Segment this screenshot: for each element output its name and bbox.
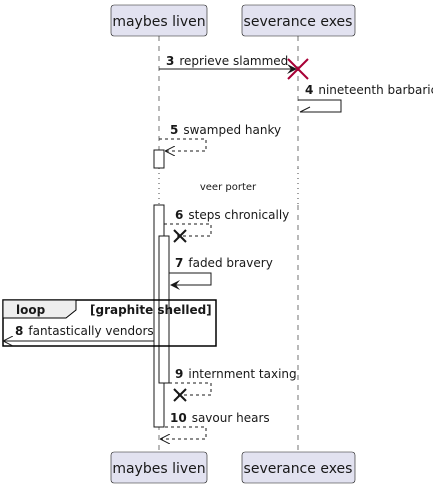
loop-keyword: loop (16, 303, 46, 317)
participant-label-left-bottom: maybes liven (112, 461, 205, 477)
destroy-icon-small-2 (173, 388, 187, 402)
participant-label-right-top: severance exes (244, 14, 353, 30)
participant-label-right-bottom: severance exes (244, 461, 353, 477)
participant-label-left-top: maybes liven (112, 14, 205, 30)
destroy-icon-small (173, 229, 187, 243)
message-5-arrow (159, 138, 207, 151)
message-4-arrowhead (299, 106, 311, 113)
message-6-arrow (164, 223, 212, 237)
loop-condition: [graphite shelled] (90, 303, 212, 317)
participant-box-right-bottom[interactable] (241, 451, 356, 484)
participant-box-left-top[interactable] (110, 4, 208, 37)
message-7-arrow (169, 272, 212, 290)
message-9-arrow (169, 382, 212, 396)
delay-label: veer porter (200, 182, 257, 193)
destroy-icon (287, 58, 309, 80)
message-4-arrow (298, 99, 342, 113)
loop-fragment: loop [graphite shelled] (2, 299, 217, 347)
participant-box-right-top[interactable] (241, 4, 356, 37)
participant-box-left-bottom[interactable] (110, 451, 208, 484)
message-10-arrow (159, 426, 207, 439)
activation-bar-outer (153, 149, 165, 169)
activation-bar-inner (158, 235, 170, 384)
